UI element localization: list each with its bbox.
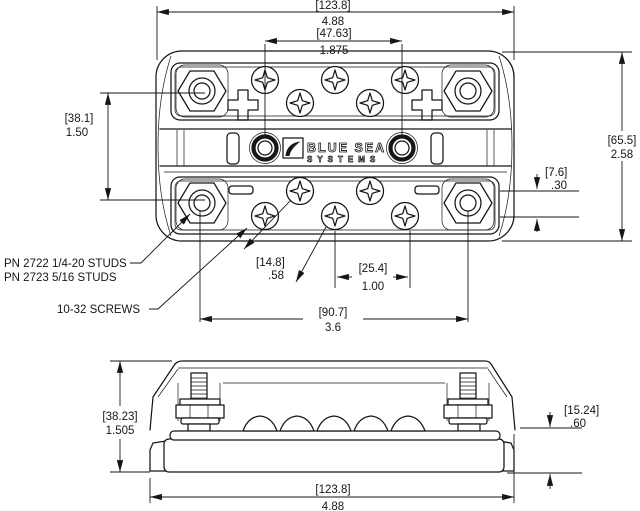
terminal-hump <box>390 415 426 432</box>
cover-corner-line-right <box>487 368 508 398</box>
dash-slot-left <box>228 185 254 195</box>
top-view: BLUE SEA SYSTEMS <box>155 50 515 242</box>
dim-top-overall-width: [123.8] 4.88 <box>156 0 515 60</box>
stud-top-left <box>175 64 229 118</box>
dim-text-mm: [123.8] <box>315 0 350 12</box>
dim-text-inch: .60 <box>570 418 586 430</box>
dim-text-mm: [90.7] <box>319 307 348 319</box>
dim-screw-row-offset: [7.6] .30 <box>500 167 579 232</box>
dim-text-inch: 4.88 <box>322 16 344 28</box>
dim-stud-row-spacing: [38.1] 1.50 <box>65 92 205 201</box>
stud-assembly-right <box>443 372 493 432</box>
brand-logo: BLUE SEA SYSTEMS <box>282 137 386 164</box>
dim-text-mm: [47.63] <box>316 28 351 40</box>
dim-stud-spacing: [90.7] 3.6 <box>199 211 469 334</box>
dim-text-inch: .58 <box>268 270 284 282</box>
phillips-screw <box>390 201 420 231</box>
band-slot-left <box>226 132 240 165</box>
dim-base-height: [15.24] .60 <box>507 405 599 489</box>
dim-text-inch: 1.00 <box>362 281 384 293</box>
phillips-screw <box>355 176 385 206</box>
side-view <box>149 360 516 473</box>
dim-text-mm: [7.6] <box>545 167 567 179</box>
dash-slot-right <box>414 185 440 195</box>
body-left-edge-curve <box>157 55 172 237</box>
phillips-screw <box>320 65 350 95</box>
pn-label-line1: PN 2722 1/4-20 STUDS <box>4 258 127 270</box>
pn-label-line2: PN 2723 5/16 STUDS <box>4 272 117 284</box>
terminal-hump <box>316 415 352 432</box>
dim-text-inch: 4.88 <box>322 501 344 511</box>
leader-line <box>130 213 191 264</box>
phillips-screw <box>285 88 315 118</box>
dim-center-terminal-spacing: [47.63] 1.875 <box>264 28 403 136</box>
dim-text-mm: [14.8] <box>256 257 285 269</box>
center-terminal-left <box>249 132 281 164</box>
band-slot-right <box>430 132 444 165</box>
logo-mark-box <box>282 137 304 159</box>
leader-line <box>243 199 292 250</box>
phillips-screw <box>285 176 315 206</box>
dim-text-inch: 2.58 <box>611 149 633 161</box>
terminal-hump <box>279 415 315 432</box>
phillips-screw <box>250 201 280 231</box>
dim-overall-depth: [65.5] 2.58 <box>502 51 637 242</box>
dim-text-mm: [15.24] <box>564 405 599 417</box>
plus-mark-left <box>227 89 259 121</box>
part-number-label: PN 2722 1/4-20 STUDS PN 2723 5/16 STUDS <box>4 213 191 284</box>
dim-text-inch: 1.875 <box>320 45 349 57</box>
phillips-screw <box>320 201 350 231</box>
mounting-foot-left <box>149 440 167 472</box>
dim-text-inch: 3.6 <box>325 322 341 334</box>
stud-assembly-left <box>175 372 225 432</box>
base <box>163 438 505 473</box>
stud-bottom-left <box>175 178 229 231</box>
dim-text-mm: [65.5] <box>608 135 637 147</box>
dim-text-mm: [123.8] <box>315 484 350 496</box>
terminal-strip-top <box>170 62 500 121</box>
dim-side-overall-height: [38.23] 1.505 <box>102 360 172 473</box>
plus-mark-right <box>411 89 443 121</box>
stud-top-right <box>441 64 495 118</box>
phillips-screw <box>355 88 385 118</box>
screws-label-text: 10-32 SCREWS <box>57 304 140 316</box>
leader-line <box>149 227 248 310</box>
brand-subname: SYSTEMS <box>307 155 380 164</box>
phillips-screw <box>390 65 420 95</box>
dim-text-mm: [38.1] <box>65 113 94 125</box>
dim-text-inch: 1.505 <box>106 425 135 437</box>
dim-text-inch: .30 <box>551 180 567 192</box>
dim-text-mm: [38.23] <box>102 411 137 423</box>
cover-corner-line-left <box>157 368 179 398</box>
cover-profile <box>149 360 516 431</box>
dim-stud-to-screw-offset: [14.8] .58 <box>243 199 327 283</box>
leader-line <box>295 226 327 283</box>
logo-swoosh-icon <box>285 141 301 156</box>
dim-screw-spacing: [25.4] 1.00 <box>334 231 411 293</box>
logo-band: BLUE SEA SYSTEMS <box>159 128 512 173</box>
center-terminal-right <box>386 132 418 164</box>
screws-label: 10-32 SCREWS <box>57 227 248 316</box>
dim-text-mm: [25.4] <box>359 263 388 275</box>
brand-name: BLUE SEA <box>307 141 386 155</box>
terminal-hump <box>353 415 389 432</box>
dim-text-inch: 1.50 <box>66 127 88 139</box>
body-right-edge-curve <box>498 55 513 237</box>
dim-side-overall-width: [123.8] 4.88 <box>149 434 515 511</box>
terminal-hump <box>242 415 278 432</box>
bus-plate <box>169 430 501 441</box>
